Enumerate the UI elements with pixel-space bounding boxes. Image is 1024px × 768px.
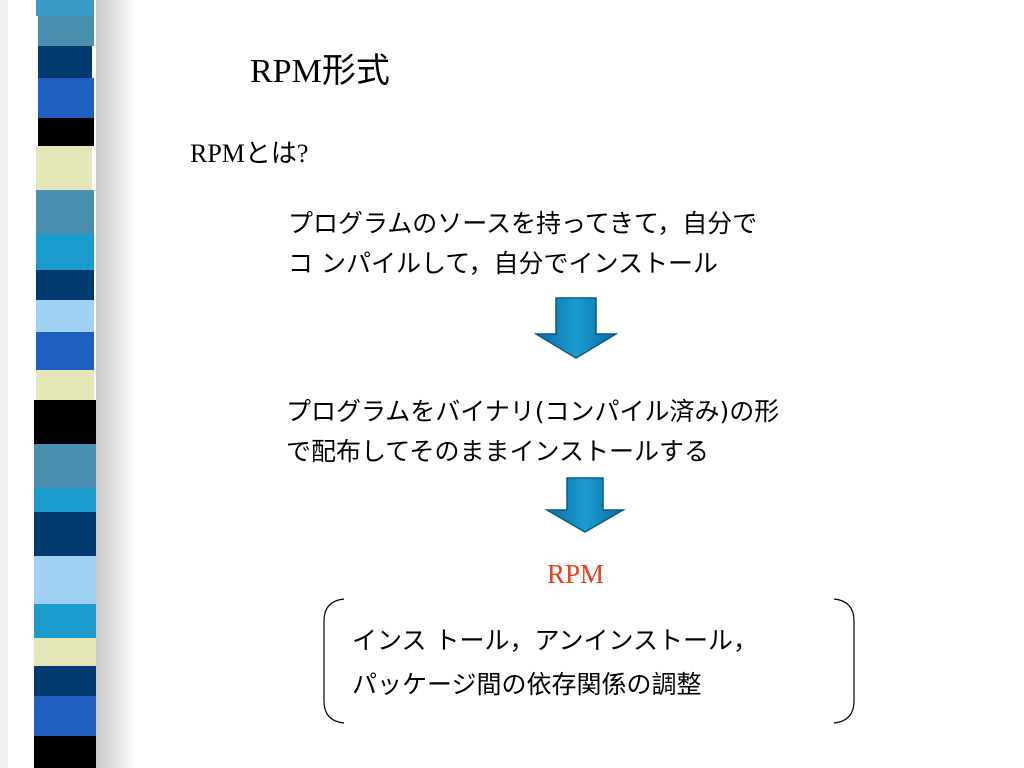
slide-subtitle: RPMとは? [190, 139, 309, 168]
rpm-features-text: インス トール，アンインストール， パッケージ間の依存関係の調整 [352, 619, 758, 707]
features-line: インス トール，アンインストール， [352, 626, 758, 655]
paragraph-line: プログラムをバイナリ(コンパイル済み)の形 [286, 397, 780, 426]
down-arrow-icon [543, 476, 627, 538]
paragraph-line: プログラムのソースを持ってきて，自分で [288, 209, 758, 238]
decorative-stripe-bar [0, 0, 140, 768]
slide-title: RPM形式 [250, 53, 390, 90]
features-line: パッケージ間の依存関係の調整 [352, 670, 702, 699]
down-arrow-icon [533, 296, 619, 364]
bracket-outline [323, 598, 855, 724]
rpm-result-label: RPM [547, 559, 605, 589]
paragraph-binary-install: プログラムをバイナリ(コンパイル済み)の形 で配布してそのままインストールする [286, 392, 779, 472]
bracket-box [322, 597, 856, 725]
paragraph-line: で配布してそのままインストールする [286, 437, 710, 466]
paragraph-source-install: プログラムのソースを持ってきて，自分で コ ンパイルして，自分でインストール [288, 204, 757, 284]
stripe-graphic [0, 0, 136, 768]
paragraph-line: コ ンパイルして，自分でインストール [288, 249, 718, 278]
